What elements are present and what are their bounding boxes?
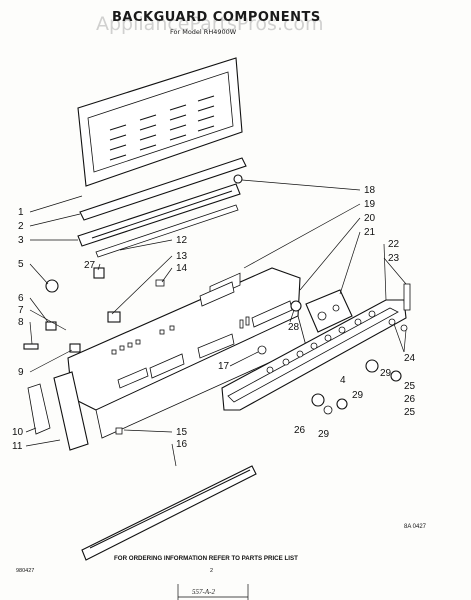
knob-26 bbox=[311, 393, 325, 407]
callout-29-b: 29 bbox=[352, 390, 364, 401]
trim-clip bbox=[115, 427, 123, 435]
lamp-socket-right bbox=[233, 174, 243, 184]
callout-28: 28 bbox=[288, 322, 300, 333]
callout-7: 7 bbox=[18, 305, 24, 316]
bottom-trim bbox=[81, 465, 257, 561]
backguard-panel bbox=[77, 57, 243, 187]
callout-1: 1 bbox=[18, 207, 24, 218]
clock-knob bbox=[45, 279, 59, 293]
stamp-code: 557-A-2 bbox=[192, 588, 215, 596]
control-panel bbox=[67, 267, 307, 439]
callout-27: 27 bbox=[84, 260, 96, 271]
knob-29-a bbox=[365, 359, 379, 373]
callout-13: 13 bbox=[176, 251, 188, 262]
part-28 bbox=[290, 300, 302, 312]
callout-numbers: 1 2 3 5 6 7 8 9 10 11 27 12 13 14 15 16 … bbox=[12, 185, 416, 452]
callout-10: 10 bbox=[12, 427, 24, 438]
callout-14: 14 bbox=[176, 263, 188, 274]
callout-2: 2 bbox=[18, 221, 24, 232]
knob-29-c bbox=[323, 405, 333, 415]
callout-25-b: 25 bbox=[404, 407, 416, 418]
callout-19: 19 bbox=[364, 199, 376, 210]
switch-7 bbox=[45, 321, 57, 331]
callout-12: 12 bbox=[176, 235, 188, 246]
callout-16: 16 bbox=[176, 439, 188, 450]
callout-25-a: 25 bbox=[404, 381, 416, 392]
page-number: 2 bbox=[210, 568, 213, 574]
screw-24-b bbox=[400, 324, 408, 332]
callout-15: 15 bbox=[176, 427, 188, 438]
callout-11: 11 bbox=[12, 441, 23, 452]
part-8 bbox=[23, 343, 39, 350]
callout-18: 18 bbox=[364, 185, 376, 196]
diagram-title: BACKGUARD COMPONENTS bbox=[112, 10, 321, 25]
callout-5: 5 bbox=[18, 259, 24, 270]
thermostat-housing bbox=[305, 289, 353, 333]
callout-8: 8 bbox=[18, 317, 24, 328]
callout-4: 4 bbox=[340, 375, 346, 386]
left-end-cap bbox=[53, 371, 89, 451]
bracket-27 bbox=[93, 267, 105, 279]
callout-24: 24 bbox=[404, 353, 416, 364]
stamp: 557-A-2 bbox=[177, 584, 249, 600]
knob-25-a bbox=[390, 370, 402, 382]
part-17 bbox=[257, 345, 267, 355]
document-number: 980427 bbox=[16, 568, 34, 574]
callout-29-c: 29 bbox=[318, 429, 330, 440]
diagram-subtitle: For Model RH4900W bbox=[170, 28, 237, 36]
part-23 bbox=[403, 283, 411, 311]
screw-24-a bbox=[388, 318, 396, 326]
callout-3: 3 bbox=[18, 235, 24, 246]
callout-21: 21 bbox=[364, 227, 376, 238]
callout-26-b: 26 bbox=[294, 425, 306, 436]
callout-9: 9 bbox=[18, 367, 24, 378]
left-end-insert bbox=[27, 383, 51, 435]
clip-14 bbox=[155, 279, 165, 287]
diagram-code: 8A 0427 bbox=[404, 524, 427, 530]
callout-26-a: 26 bbox=[404, 394, 416, 405]
fluorescent-tube bbox=[95, 204, 239, 258]
leader-lines bbox=[25, 179, 407, 467]
watermark: AppliancePartsPros.com bbox=[96, 13, 324, 35]
top-trim-strip bbox=[79, 157, 247, 221]
callout-22: 22 bbox=[388, 239, 400, 250]
part-9 bbox=[69, 343, 81, 353]
lamp-holder bbox=[107, 311, 121, 323]
callout-20: 20 bbox=[364, 213, 376, 224]
ordering-note: FOR ORDERING INFORMATION REFER TO PARTS … bbox=[114, 555, 298, 562]
knob-25-b bbox=[336, 398, 348, 410]
callout-6: 6 bbox=[18, 293, 24, 304]
callout-17: 17 bbox=[218, 361, 230, 372]
callout-29-a: 29 bbox=[380, 368, 392, 379]
callout-23: 23 bbox=[388, 253, 400, 264]
